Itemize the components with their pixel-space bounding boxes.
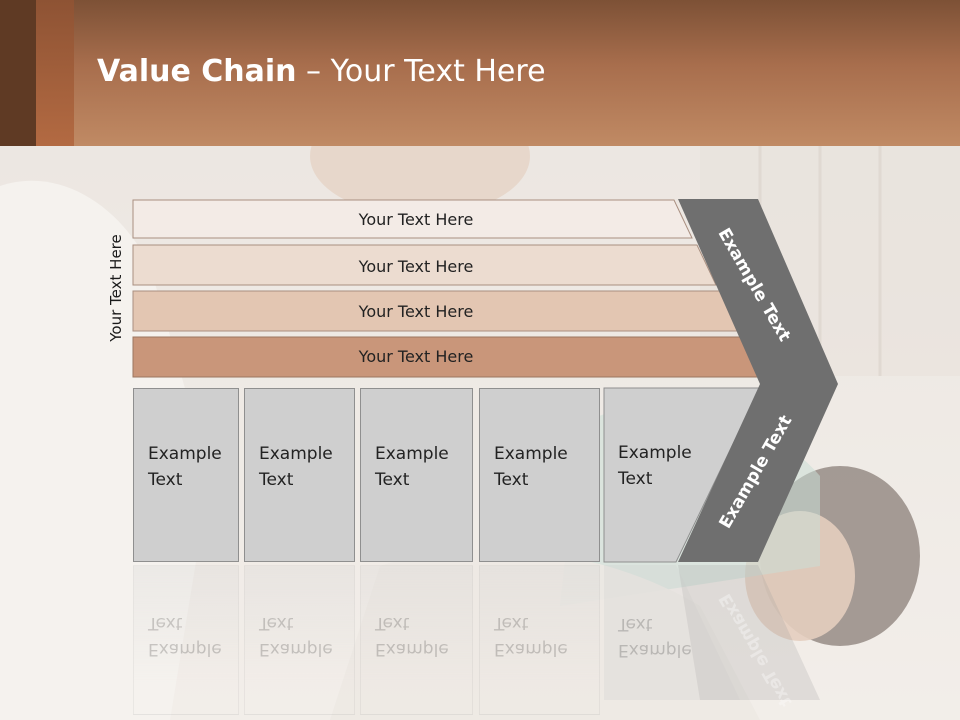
column-4-line1: Example (494, 444, 568, 464)
reflection-line2: Text (494, 613, 529, 633)
chevron-reflection (678, 565, 820, 700)
title-rest: – Your Text Here (296, 54, 546, 89)
row-shape (132, 199, 693, 239)
column-2-line1: Example (259, 444, 333, 464)
row-label-1: Your Text Here (358, 209, 474, 229)
column-5-line1: Example (618, 443, 692, 463)
reflection-line1: Example (618, 640, 692, 660)
column-2-reflection: Example Text (244, 565, 355, 715)
last-column-reflection (604, 565, 740, 700)
reflection-line1: Example (148, 639, 222, 659)
header-accent-dark (0, 0, 36, 146)
reflection-line2: Text (148, 613, 183, 633)
reflection-line2: Text (259, 613, 294, 633)
column-3: Example Text (360, 388, 473, 562)
column-5-reflection: Example Text (604, 565, 692, 715)
row-label-2: Your Text Here (358, 256, 474, 276)
header-band: Value Chain – Your Text Here (0, 0, 960, 146)
column-2-line2: Text (259, 470, 294, 490)
column-1: Example Text (133, 388, 239, 562)
slide-title: Value Chain – Your Text Here (97, 54, 546, 89)
column-2: Example Text (244, 388, 355, 562)
row-label-3: Your Text Here (358, 301, 474, 321)
column-1-line1: Example (148, 444, 222, 464)
column-5: Example Text (604, 388, 714, 562)
reflection-line2: Text (375, 613, 410, 633)
reflection-line2: Text (618, 614, 653, 634)
value-chain-chevron (678, 199, 838, 562)
title-bold: Value Chain (97, 54, 297, 89)
column-4: Example Text (479, 388, 600, 562)
row-shape (132, 244, 717, 286)
column-4-reflection: Example Text (479, 565, 600, 715)
reflection-line1: Example (375, 639, 449, 659)
column-3-reflection: Example Text (360, 565, 473, 715)
reflection-line1: Example (494, 639, 568, 659)
reflection-line1: Example (259, 639, 333, 659)
column-1-line2: Text (148, 470, 183, 490)
column-3-line1: Example (375, 444, 449, 464)
column-4-line2: Text (494, 470, 529, 490)
header-accent-light (36, 0, 74, 146)
last-column-shape (603, 387, 761, 563)
row-label-4: Your Text Here (358, 346, 474, 366)
side-label: Your Text Here (107, 234, 125, 342)
column-3-line2: Text (375, 470, 410, 490)
column-5-line2: Text (618, 469, 653, 489)
column-1-reflection: Example Text (133, 565, 239, 715)
